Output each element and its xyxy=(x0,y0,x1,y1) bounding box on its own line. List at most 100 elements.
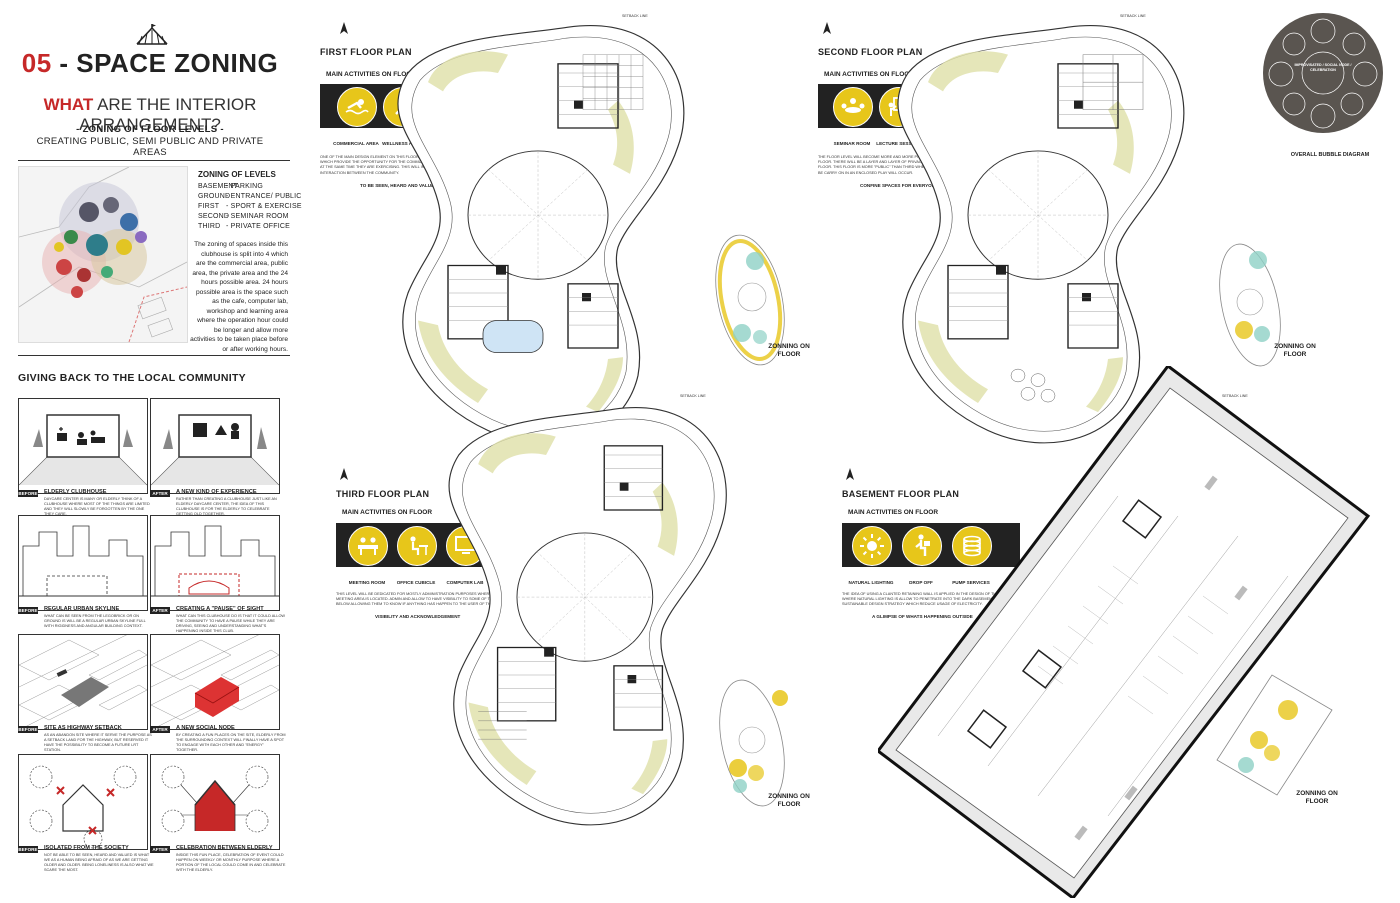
after-text: BY CREATING A FUN PLACES ON THE SITE, EL… xyxy=(176,733,286,752)
zoning-use: - PRIVATE OFFICE xyxy=(226,223,290,230)
second-icon-label: SEMINAR ROOM xyxy=(833,141,871,146)
bubble-diagram xyxy=(1262,12,1384,134)
divider-top xyxy=(18,160,290,161)
third-icon-label: COMPUTER LAB xyxy=(446,580,484,585)
zoning-use: - ENTRANCE/ PUBLIC xyxy=(226,193,302,200)
third-icon-label: OFFICE CUBICLE xyxy=(396,580,436,585)
coins-icon xyxy=(952,526,992,566)
after-panel-site xyxy=(150,634,280,730)
zoning-level: FIRST xyxy=(198,203,220,210)
zoning-level: GROUND xyxy=(198,193,231,200)
before-text: AS AN ABANDON SITE WHERE IT SERVE THE PU… xyxy=(44,733,152,752)
second-quote: CONFINE SPACES FOR EVERYONE. xyxy=(860,183,940,188)
third-zoning-label: ZONNING ON FLOOR xyxy=(768,793,810,808)
first-icon-label: COMMERCIAL AREA xyxy=(333,141,379,146)
before-tag: BEFORE xyxy=(18,607,38,614)
zoning-row: THIRD - PRIVATE OFFICE xyxy=(198,223,290,230)
before-title: SITE AS HIGHWAY SETBACK xyxy=(44,725,122,731)
setback-label: SETBACK LINE xyxy=(1222,394,1248,398)
basement-floor-title: BASEMENT FLOOR PLAN xyxy=(842,489,960,499)
first-zoning-label: ZONNING ON FLOOR xyxy=(768,343,810,358)
second-zoning-label: ZONNING ON FLOOR xyxy=(1274,343,1316,358)
third-quote: VISIBILITY AND ACKNOWLEDGEMENT xyxy=(375,614,461,619)
zoning-row: SECOND- SEMINAR ROOM xyxy=(198,213,289,220)
before-tag: BEFORE xyxy=(18,490,38,497)
meeting-icon xyxy=(833,87,873,127)
before-title: ISOLATED FROM THE SOCIETY xyxy=(44,845,129,851)
giving-back-heading: GIVING BACK TO THE LOCAL COMMUNITY xyxy=(18,372,246,384)
after-text: INSIDE THIS FUN PLACE, CELEBRATION OF EV… xyxy=(176,853,286,872)
sun-icon xyxy=(852,526,892,566)
zoning-level: BASEMENT xyxy=(198,183,239,190)
first-icon-label: WELLNESS AREA xyxy=(382,141,422,146)
setback-label: SETBACK LINE xyxy=(680,394,706,398)
before-text: WHAT CAN BE SEEN FROM THE LEGOBRICK OR O… xyxy=(44,614,146,628)
basement-zoning-label: ZONNING ON FLOOR xyxy=(1296,790,1338,805)
title-text: - SPACE ZONING xyxy=(59,48,279,78)
after-panel-skyline xyxy=(150,515,280,611)
second-icon-label: LECTURE SESSION xyxy=(876,141,920,146)
question-what: WHAT xyxy=(43,95,94,114)
second-zoning-mini xyxy=(1200,230,1300,380)
after-tag: AFTER xyxy=(150,726,170,733)
north-arrow xyxy=(822,22,832,41)
zoning-row: BASEMENT- PARKING xyxy=(198,183,263,190)
basement-floor-plan-drawing xyxy=(875,363,1378,901)
third-floor-title: THIRD FLOOR PLAN xyxy=(336,489,430,499)
north-arrow xyxy=(339,22,349,41)
zoning-use: - SEMINAR ROOM xyxy=(226,213,289,220)
swimming-icon xyxy=(337,87,377,127)
second-floor-title: SECOND FLOOR PLAN xyxy=(818,47,923,57)
first-main-activities: MAIN ACTIVITIES ON FLOOR xyxy=(326,71,417,78)
after-text: RATHER THAN CREATING A CLUBHOUSE JUST LI… xyxy=(176,497,277,516)
before-panel-site xyxy=(18,634,148,730)
after-title: CELEBRATION BETWEEN ELDERLY xyxy=(176,845,273,851)
page-title: 05 - SPACE ZONING xyxy=(20,48,280,79)
third-zoning-mini xyxy=(700,668,810,818)
divider-middle xyxy=(18,355,290,356)
setback-label: SETBACK LINE xyxy=(1120,14,1146,18)
third-icon-label: MEETING ROOM xyxy=(348,580,386,585)
before-tag: BEFORE xyxy=(18,846,38,853)
zoning-level: SECOND xyxy=(198,213,230,220)
first-floor-plan-drawing xyxy=(368,18,698,458)
before-text: DAYCARE CENTER IS MANY OR ELDERLY THINK … xyxy=(44,497,150,516)
page-question: WHAT ARE THE INTERIOR ARRANGEMENT? xyxy=(20,95,280,135)
circus-tent-logo xyxy=(135,22,169,53)
after-title: A NEW KIND OF EXPERIENCE xyxy=(176,489,257,495)
basement-quote: A GLIMPSE OF WHATS HAPPENING OUTSIDE xyxy=(872,614,973,619)
north-arrow xyxy=(845,468,855,487)
first-zoning-mini xyxy=(700,225,810,375)
after-panel-clubhouse xyxy=(150,398,280,494)
zoning-subtitle: - ZONING OF FLOOR LEVELS - xyxy=(76,124,224,135)
areas-subtitle: CREATING PUBLIC, SEMI PUBLIC AND PRIVATE… xyxy=(36,136,264,158)
zoning-use: - SPORT & EXERCISE xyxy=(226,203,302,210)
basement-main-activities: MAIN ACTIVITIES ON FLOOR xyxy=(848,509,939,516)
second-floor-plan-drawing xyxy=(868,18,1198,458)
meeting-table-icon xyxy=(348,526,388,566)
person-dropoff-icon xyxy=(902,526,942,566)
basement-icon-label: DROP OFF xyxy=(909,580,933,585)
bubble-center-label: IMPROVISATED / SOCIAL NODE / CELEBRATION xyxy=(1294,63,1352,72)
question-rest: ARE THE INTERIOR ARRANGEMENT? xyxy=(79,95,257,134)
before-title: ELDERLY CLUBHOUSE xyxy=(44,489,107,495)
after-text: WHAT CAN THIS CLUBHOUSE DO IS THAT IT CO… xyxy=(176,614,286,633)
zoning-description: The zoning of spaces inside this clubhou… xyxy=(190,241,288,353)
before-panel-skyline xyxy=(18,515,148,611)
third-floor-plan-drawing xyxy=(420,400,740,840)
basement-icon-label: NATURAL LIGHTING xyxy=(848,580,894,585)
desk-worker-icon xyxy=(397,526,437,566)
third-description: THIS LEVEL WILL BE DEDICATED FOR MOSTLY … xyxy=(336,592,526,607)
before-panel-society xyxy=(18,754,148,850)
zoning-level: THIRD xyxy=(198,223,221,230)
after-title: CREATING A "PAUSE" OF SIGHT xyxy=(176,606,264,612)
before-title: REGULAR URBAN SKYLINE xyxy=(44,606,120,612)
first-floor-title: FIRST FLOOR PLAN xyxy=(320,47,412,57)
second-description: THE FLOOR LEVEL WILL BECOME MORE AND MOR… xyxy=(818,155,1004,175)
after-tag: AFTER xyxy=(150,846,170,853)
first-quote: TO BE SEEN, HEARD AND VALUED. xyxy=(360,183,439,188)
after-title: A NEW SOCIAL NODE xyxy=(176,725,235,731)
title-number: 05 xyxy=(21,48,52,78)
north-arrow xyxy=(339,468,349,487)
basement-icon-label: PUMP SERVICES xyxy=(952,580,990,585)
